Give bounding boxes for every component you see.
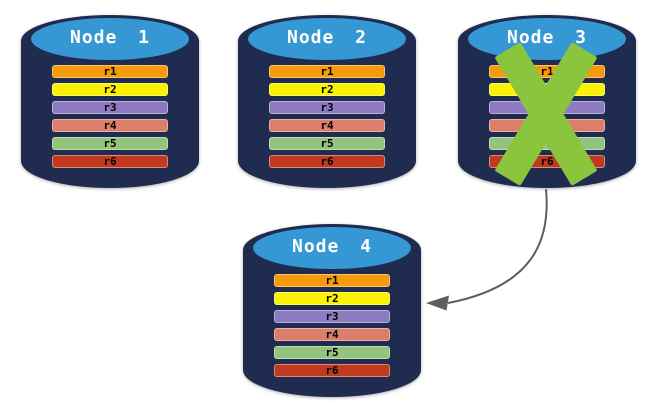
failure-x-icon bbox=[490, 41, 602, 187]
node-2: Node 2 r1 r2 r3 r4 r5 r6 bbox=[237, 8, 417, 192]
replica-bar-r3: r3 bbox=[52, 101, 168, 114]
replica-bar-r3: r3 bbox=[274, 310, 390, 323]
replica-bar-r6: r6 bbox=[274, 364, 390, 377]
node-title: Node 2 bbox=[286, 27, 368, 48]
replica-bar-r2: r2 bbox=[269, 83, 385, 96]
node-1: Node 1 r1 r2 r3 r4 r5 r6 bbox=[20, 8, 200, 192]
arrow-curve bbox=[447, 188, 548, 304]
replica-list: r1 r2 r3 r4 r5 r6 bbox=[269, 65, 385, 168]
replica-bar-r5: r5 bbox=[269, 137, 385, 150]
replica-bar-r2: r2 bbox=[52, 83, 168, 96]
replica-bar-r5: r5 bbox=[52, 137, 168, 150]
cylinder-top-face bbox=[253, 227, 411, 269]
replica-list: r1 r2 r3 r4 r5 r6 bbox=[52, 65, 168, 168]
cylinder-top-face bbox=[248, 18, 406, 60]
replica-bar-r6: r6 bbox=[52, 155, 168, 168]
node-title: Node 4 bbox=[291, 236, 373, 257]
replica-bar-r4: r4 bbox=[52, 119, 168, 132]
replica-bar-r3: r3 bbox=[269, 101, 385, 114]
replica-bar-r1: r1 bbox=[274, 274, 390, 287]
replica-bar-r1: r1 bbox=[269, 65, 385, 78]
replica-list: r1 r2 r3 r4 r5 r6 bbox=[274, 274, 390, 377]
replica-bar-r4: r4 bbox=[269, 119, 385, 132]
node-4: Node 4 r1 r2 r3 r4 r5 r6 bbox=[242, 217, 422, 401]
cylinder-top-face bbox=[31, 18, 189, 60]
replica-bar-r1: r1 bbox=[52, 65, 168, 78]
arrowhead-icon bbox=[426, 295, 449, 311]
node-title: Node 3 bbox=[506, 27, 588, 48]
replica-bar-r5: r5 bbox=[274, 346, 390, 359]
replica-bar-r6: r6 bbox=[269, 155, 385, 168]
replica-bar-r4: r4 bbox=[274, 328, 390, 341]
node-3: Node 3 r1 r2 r3 r4 r5 r6 bbox=[457, 8, 637, 192]
replica-bar-r2: r2 bbox=[274, 292, 390, 305]
node-title: Node 1 bbox=[69, 27, 151, 48]
